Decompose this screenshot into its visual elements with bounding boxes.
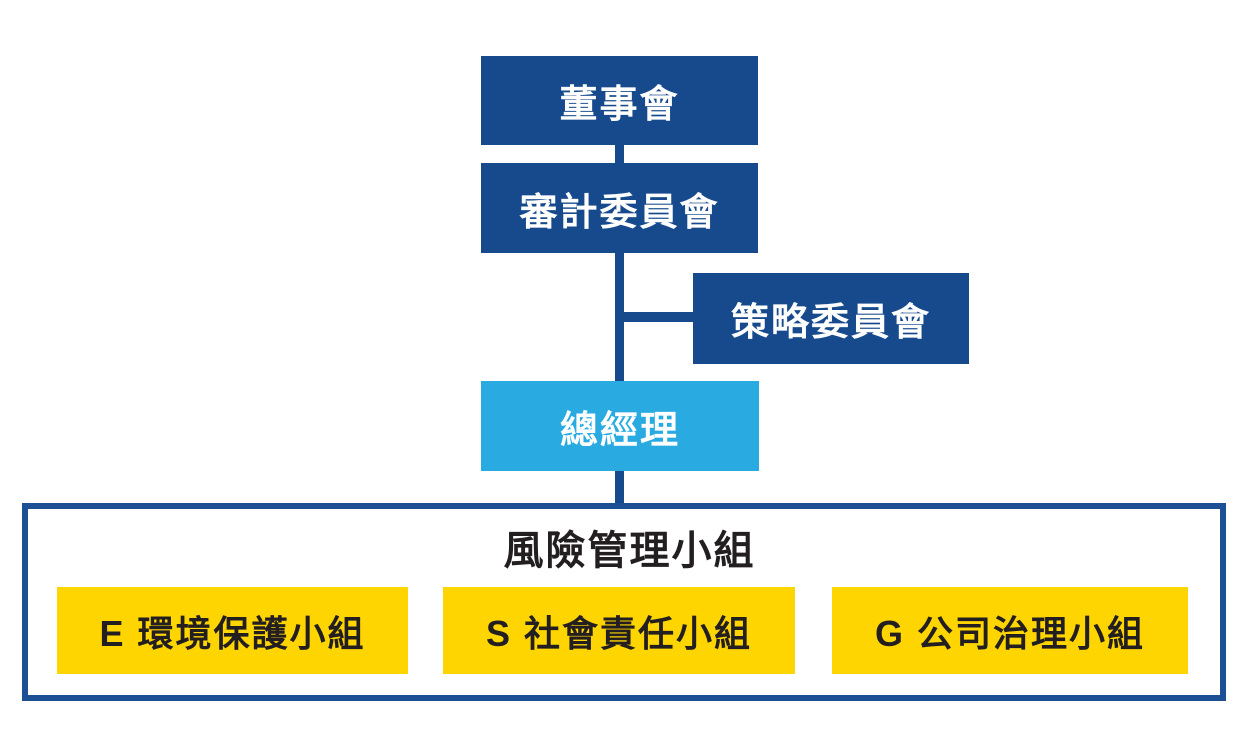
node-corporate-governance-team-label: G 公司治理小組 xyxy=(874,612,1145,654)
connector-branch-to-strategy-committee xyxy=(619,312,693,322)
connector-board-to-audit xyxy=(615,145,624,163)
node-environment-protection-team: E 環境保護小組 xyxy=(57,587,408,674)
node-board-of-directors-label: 董事會 xyxy=(559,84,680,126)
risk-management-group-title: 風險管理小組 xyxy=(503,529,756,573)
node-general-manager: 總經理 xyxy=(481,381,759,471)
node-strategy-committee: 策略委員會 xyxy=(693,273,969,364)
node-strategy-committee-label: 策略委員會 xyxy=(730,302,931,344)
connector-general-manager-to-risk-group xyxy=(615,471,624,503)
node-board-of-directors: 董事會 xyxy=(481,56,758,145)
node-social-responsibility-team: S 社會責任小組 xyxy=(443,587,795,674)
node-audit-committee: 審計委員會 xyxy=(481,163,758,253)
node-environment-protection-team-label: E 環境保護小組 xyxy=(99,612,366,654)
node-social-responsibility-team-label: S 社會責任小組 xyxy=(485,612,752,654)
node-general-manager-label: 總經理 xyxy=(559,409,680,452)
node-corporate-governance-team: G 公司治理小組 xyxy=(832,587,1188,674)
node-audit-committee-label: 審計委員會 xyxy=(519,191,720,234)
